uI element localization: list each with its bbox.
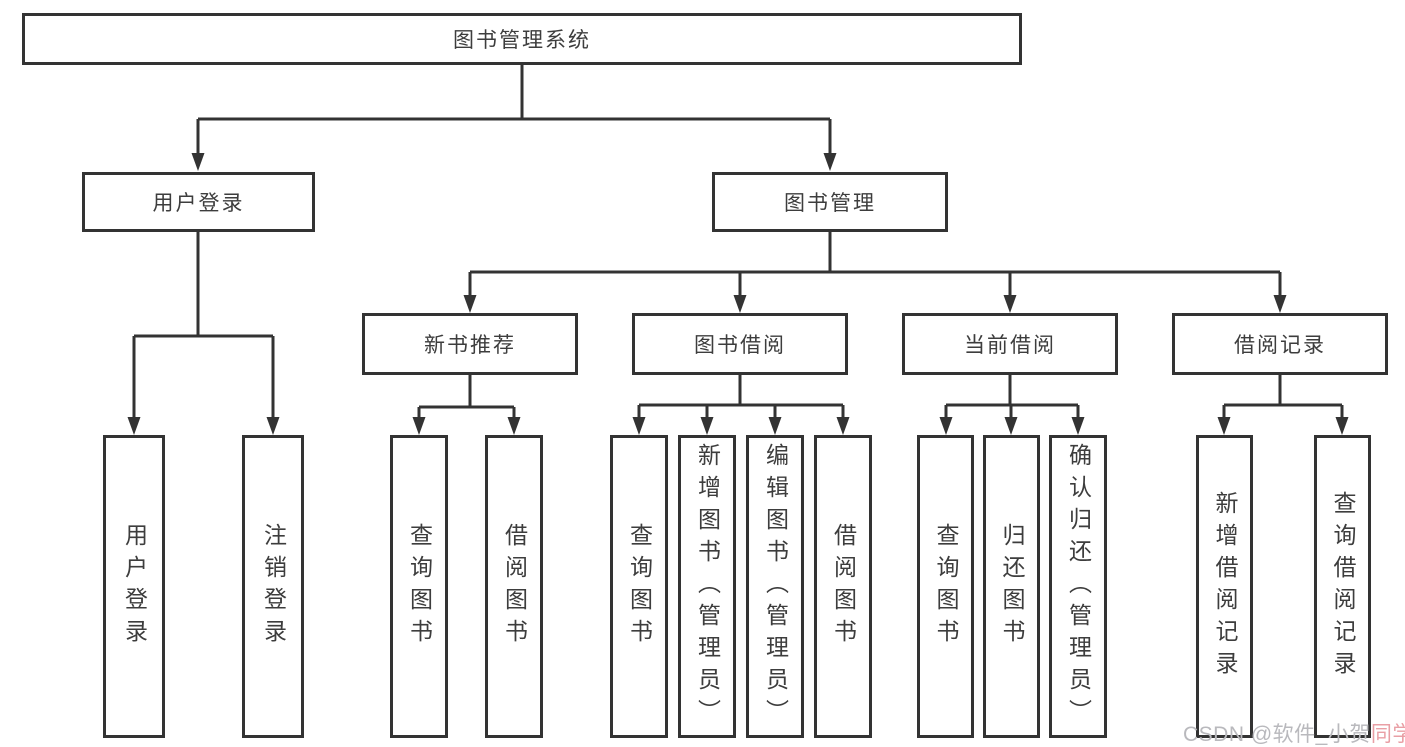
leaf-confirm-return-admin: 确认归还（管理员）	[1049, 435, 1107, 738]
csdn-watermark: CSDN @软件_小贺同学	[1183, 718, 1405, 747]
leaf-return-book-label: 归还图书	[999, 522, 1025, 651]
leaf-query-books-3-label: 查询图书	[933, 522, 959, 651]
node-new-book-recommend: 新书推荐	[362, 313, 578, 375]
leaf-borrow-books-1: 借阅图书	[485, 435, 543, 738]
watermark-accent-text: 同学	[1370, 723, 1405, 746]
node-book-borrow-label: 图书借阅	[694, 334, 786, 357]
leaf-query-books-2: 查询图书	[610, 435, 668, 738]
leaf-user-login: 用户登录	[103, 435, 165, 738]
leaf-query-books-1: 查询图书	[390, 435, 448, 738]
node-borrow-records: 借阅记录	[1172, 313, 1388, 375]
watermark-gray-text: CSDN @软件_小贺	[1183, 723, 1371, 746]
node-current-borrow: 当前借阅	[902, 313, 1118, 375]
node-user-login: 用户登录	[82, 172, 315, 232]
leaf-borrow-books-2: 借阅图书	[814, 435, 872, 738]
node-root: 图书管理系统	[22, 13, 1022, 65]
leaf-confirm-return-admin-label: 确认归还（管理员）	[1065, 442, 1092, 731]
leaf-user-login-label: 用户登录	[121, 522, 148, 651]
node-borrow-records-label: 借阅记录	[1234, 334, 1326, 357]
node-book-management: 图书管理	[712, 172, 948, 232]
leaf-add-book-admin: 新增图书（管理员）	[678, 435, 736, 738]
leaf-query-borrow-record: 查询借阅记录	[1314, 435, 1371, 738]
leaf-add-borrow-record: 新增借阅记录	[1196, 435, 1253, 738]
leaf-logout: 注销登录	[242, 435, 304, 738]
leaf-logout-label: 注销登录	[260, 522, 287, 651]
leaf-borrow-books-1-label: 借阅图书	[501, 522, 528, 651]
leaf-query-books-2-label: 查询图书	[626, 522, 653, 651]
leaf-add-borrow-record-label: 新增借阅记录	[1212, 490, 1238, 683]
leaf-return-book: 归还图书	[983, 435, 1040, 738]
leaf-edit-book-admin-label: 编辑图书（管理员）	[762, 442, 789, 731]
leaf-edit-book-admin: 编辑图书（管理员）	[746, 435, 804, 738]
node-book-management-label: 图书管理	[784, 192, 876, 215]
leaf-add-book-admin-label: 新增图书（管理员）	[694, 442, 721, 731]
node-root-label: 图书管理系统	[453, 29, 591, 52]
leaf-borrow-books-2-label: 借阅图书	[830, 522, 857, 651]
leaf-query-books-1-label: 查询图书	[406, 522, 433, 651]
leaf-query-books-3: 查询图书	[917, 435, 974, 738]
leaf-query-borrow-record-label: 查询借阅记录	[1330, 490, 1356, 683]
node-user-login-label: 用户登录	[152, 192, 245, 215]
node-new-book-recommend-label: 新书推荐	[424, 334, 516, 357]
node-book-borrow: 图书借阅	[632, 313, 848, 375]
node-current-borrow-label: 当前借阅	[964, 334, 1056, 357]
